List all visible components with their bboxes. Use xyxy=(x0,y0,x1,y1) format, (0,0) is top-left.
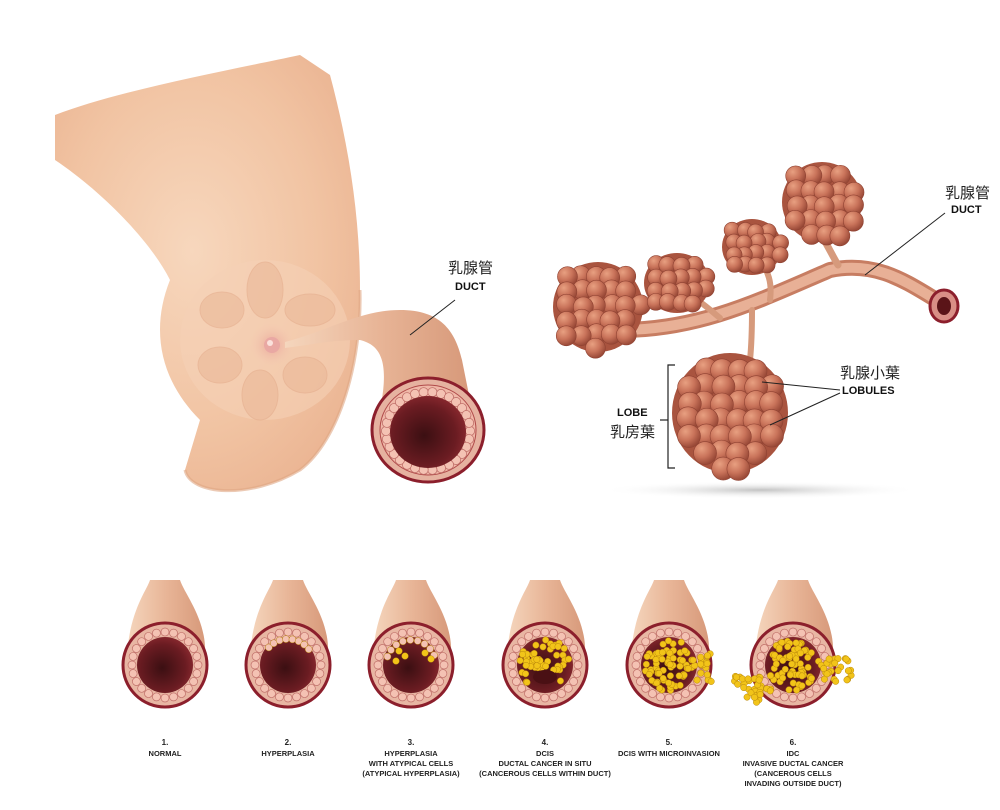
lobule-alveolus xyxy=(693,441,717,465)
stage-number: 6. xyxy=(790,738,797,747)
stage-caption-line: INVASIVE DUCTAL CANCER xyxy=(743,759,844,768)
lobule-alveolus xyxy=(747,257,765,274)
lobules-label-en: LOBULES xyxy=(842,385,895,397)
abnormal-cells xyxy=(516,636,573,686)
lobe-label-cn: 乳房葉 xyxy=(610,423,655,441)
epithelial-cell xyxy=(427,387,438,398)
epithelial-cell xyxy=(451,397,462,408)
lobules-label-cn: 乳腺小葉 xyxy=(840,364,900,382)
stage-caption-line: NORMAL xyxy=(149,749,182,758)
duct-right-pointer xyxy=(864,212,946,276)
stage-1: 1. NORMAL xyxy=(121,580,209,758)
epithelial-cell xyxy=(443,392,454,403)
stage-caption-line: (ATYPICAL HYPERPLASIA) xyxy=(362,769,460,778)
lobule-alveolus xyxy=(677,424,701,448)
breast-illustration xyxy=(55,55,470,493)
stage-caption-line: INVADING OUTSIDE DUCT) xyxy=(745,779,842,788)
lobule-cluster xyxy=(553,262,651,359)
lobule-alveolus xyxy=(784,210,806,231)
stage-caption-line: DUCTAL CANCER IN SITU xyxy=(498,759,591,768)
stage-number: 5. xyxy=(666,738,673,747)
epithelial-cell xyxy=(394,397,405,408)
lobules-pointer-2 xyxy=(769,392,841,426)
stage-5: 5. DCIS WITH MICROINVASION xyxy=(618,580,720,758)
duct-lumen xyxy=(137,637,193,693)
lobule-cluster xyxy=(672,353,788,481)
stage-caption-line: (CANCEROUS CELLS WITHIN DUCT) xyxy=(479,769,611,778)
duct-right-label-en: DUCT xyxy=(951,204,982,216)
lobule-alveolus xyxy=(615,324,637,346)
lobule-alveolus xyxy=(843,210,864,232)
abnormal-cells xyxy=(642,637,715,694)
lobule-alveolus xyxy=(555,325,577,347)
duct-cross-section xyxy=(370,376,486,484)
stage-caption-line: WITH ATYPICAL CELLS xyxy=(369,759,453,768)
lobule-alveolus xyxy=(771,246,789,264)
abnormal-cells xyxy=(383,636,438,665)
epithelial-cell xyxy=(389,403,400,414)
lobule-alveolus xyxy=(726,457,751,481)
lobule-alveolus xyxy=(760,423,784,448)
stage-number: 4. xyxy=(542,738,549,747)
stage-number: 3. xyxy=(408,738,415,747)
stage-caption-line: (CANCEROUS CELLS xyxy=(754,769,832,778)
stage-number: 2. xyxy=(285,738,292,747)
stage-number: 1. xyxy=(162,738,169,747)
stage-caption-line: DCIS xyxy=(536,749,554,758)
lobe-label-en: LOBE xyxy=(617,407,648,419)
duct-opening xyxy=(928,288,960,324)
lobule-cluster xyxy=(722,219,789,275)
lobule-cluster xyxy=(644,253,716,313)
lobule-clusters xyxy=(553,162,865,481)
stage-2: 2. HYPERPLASIA xyxy=(244,580,332,758)
duct-left-pointer xyxy=(409,299,456,336)
epithelial-cell xyxy=(456,403,467,414)
lobule-cluster xyxy=(782,162,865,247)
lobule-alveolus xyxy=(585,337,606,359)
stage-caption-line: HYPERPLASIA xyxy=(384,749,438,758)
lobule-alveolus xyxy=(829,225,851,247)
epithelial-cell xyxy=(418,387,429,398)
duct-lumen xyxy=(260,637,316,693)
epithelial-cell xyxy=(464,417,475,428)
abnormal-cells xyxy=(731,637,855,706)
epithelial-cell xyxy=(384,410,395,421)
abnormal-cells xyxy=(265,635,313,654)
lobules-pointer-1 xyxy=(761,381,841,391)
mammary-gland-lobes xyxy=(197,261,336,421)
stage-caption-line: DCIS WITH MICROINVASION xyxy=(618,749,720,758)
lobule-alveolus xyxy=(726,256,743,273)
stage-caption-line: IDC xyxy=(787,749,801,758)
lobe-bracket xyxy=(660,364,675,469)
stage-caption-line: HYPERPLASIA xyxy=(261,749,315,758)
lobe-shadow xyxy=(600,481,920,499)
lobule-alveolus xyxy=(683,294,702,313)
duct-left-label-cn: 乳腺管 xyxy=(448,259,493,277)
duct-right-label-cn: 乳腺管 xyxy=(945,184,990,202)
duct-left-label-en: DUCT xyxy=(455,281,486,293)
epithelial-cell xyxy=(410,388,421,399)
